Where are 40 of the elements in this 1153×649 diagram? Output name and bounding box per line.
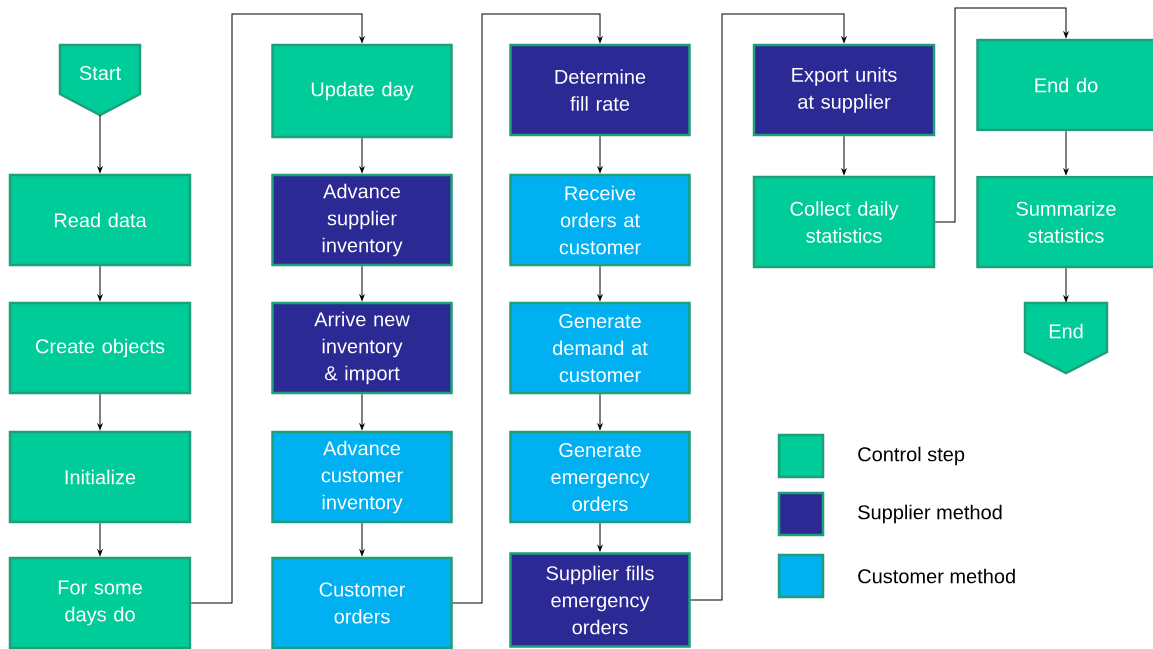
process-box: End do <box>976 38 1153 132</box>
arrow <box>452 13 603 604</box>
arrow <box>841 135 847 175</box>
arrow <box>359 137 365 173</box>
arrow <box>97 393 103 430</box>
arrow <box>597 522 603 552</box>
arrow <box>597 265 603 301</box>
arrow <box>190 13 365 604</box>
process-box: For some days do <box>8 556 192 649</box>
process-box: Generate demand at customer <box>509 301 691 395</box>
arrow <box>359 265 365 301</box>
arrow <box>1063 130 1069 175</box>
process-box: Initialize <box>8 430 192 524</box>
arrow <box>597 135 603 173</box>
arrow <box>934 7 1069 223</box>
process-box: Export units at supplier <box>752 43 936 137</box>
process-box: Customer orders <box>271 556 453 649</box>
process-box: Determine fill rate <box>509 43 691 137</box>
process-box: Create objects <box>8 301 192 395</box>
process-box: Arrive new inventory & import <box>271 301 453 395</box>
legend-label: Control step <box>858 446 965 466</box>
arrow <box>359 393 365 430</box>
process-box: Supplier fills emergency orders <box>509 552 691 648</box>
arrow <box>97 265 103 301</box>
arrow <box>97 114 103 173</box>
legend-label: Customer method <box>858 568 1015 584</box>
legend-label: Supplier method <box>858 504 1002 524</box>
arrow <box>359 522 365 556</box>
arrow <box>97 522 103 556</box>
process-box: Advance supplier inventory <box>271 173 453 267</box>
process-box: Update day <box>271 43 453 139</box>
process-box: Read data <box>8 173 192 267</box>
process-box: Collect daily statistics <box>752 175 936 269</box>
process-box: Summarize statistics <box>976 175 1153 269</box>
arrow <box>597 393 603 430</box>
process-box: Generate emergency orders <box>509 430 691 524</box>
process-box: Receive orders at customer <box>509 173 691 267</box>
arrow <box>690 13 847 601</box>
process-box: Advance customer inventory <box>271 430 453 524</box>
arrow <box>1063 267 1069 302</box>
